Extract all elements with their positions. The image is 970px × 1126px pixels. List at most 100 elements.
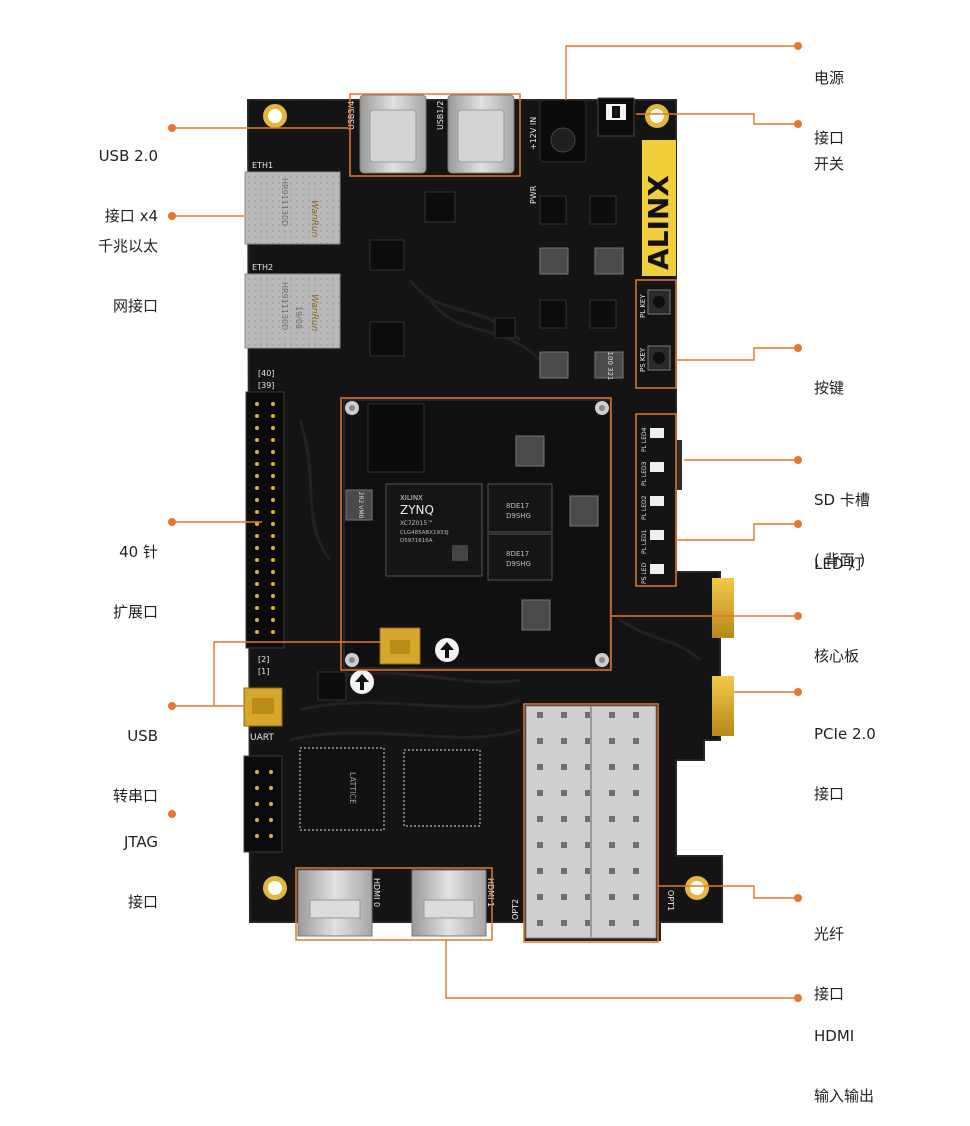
silk-uart: UART [250,733,274,743]
callout-switch-line1: 开关 [814,155,845,173]
core-board: XILINX ZYNQ XC7Z015™ CLG485ABX1933J D597… [343,399,611,669]
zynq-name: ZYNQ [400,503,434,517]
silk-pl-led3: PL LED3 [641,461,648,486]
ddr-b: 8DE17 [506,550,529,558]
eth2-brand: WanRun [309,294,319,332]
zynq-lot2: D5971616A [400,538,433,544]
callout-jtag: JTAG 接口 [124,792,158,932]
usb-ports: USB3/4 USB1/2 [347,94,515,174]
brand-strip: ALINX [642,140,676,276]
sfp-cage: OPT2 OPT1 [511,705,675,939]
silk-pin2: [2] [258,655,269,664]
uart-ic [317,671,347,701]
callout-keys-line1: 按键 [814,379,845,397]
usb-uart-connector: UART [243,687,283,743]
callout-ethernet-line2: 网接口 [112,297,158,315]
hdmi-connectors: HDMI 0 HDMI 1 [297,869,495,937]
callout-usb-ports-line2: 接口 x4 [104,207,158,225]
silk-pin1: [1] [258,667,269,676]
silk-usb12: USB1/2 [436,101,445,130]
eth1-brand: WanRun [309,200,319,238]
eth2-part: HR911130D [280,282,289,330]
callout-ethernet: 千兆以太 网接口 [98,196,158,336]
silk-hdmi0: HDMI 0 [372,878,381,907]
power-switch [597,97,635,137]
leds: PL LED4 PL LED3 PL LED2 PL LED1 PS LED [641,427,664,584]
core-inductor-label: 2R2 VM0 [357,492,364,519]
silk-pin40: [40] [258,369,274,378]
silk-ps-led: PS LED [641,563,648,584]
eth1-part: HR911130D [280,178,289,226]
leader-dots [168,42,802,1002]
brand-logo: ALINX [642,175,675,270]
jtag-header [243,755,283,853]
callout-header40-line2: 扩展口 [112,603,158,621]
callout-header40-line1: 40 针 [119,543,158,561]
callout-usb-uart-line2: 转串口 [112,787,158,805]
callout-usb-ports: USB 2.0 接口 x4 [99,106,158,246]
ddr-b2: D9SHG [506,560,531,568]
silk-eth1: ETH1 [252,161,273,170]
callout-hdmi-line1: HDMI [814,1027,855,1045]
eth2-date: 19/08 [294,306,303,329]
pcie-fingers [712,578,734,736]
zynq-lot1: CLG485ABX1933J [400,530,449,536]
callout-sd-slot: SD 卡槽 ( 背面 ) [814,450,870,590]
callout-jtag-line1: JTAG [123,833,158,851]
ddr-a: 8DE17 [506,502,529,510]
ddr-a2: D9SHG [506,512,531,520]
callout-hdmi-line2: 输入输出 [814,1087,875,1105]
callout-ethernet-line1: 千兆以太 [97,237,158,255]
callout-led-line1: LED 灯 [814,555,864,573]
callout-power-line2: 接口 [814,129,845,147]
callout-power-line1: 电源 [814,69,845,87]
callout-jtag-line2: 接口 [127,893,158,911]
silk-usb34: USB3/4 [347,101,356,130]
silk-pl-led1: PL LED1 [641,529,648,554]
silk-pin39: [39] [258,381,274,390]
callout-sd-slot-line1: SD 卡槽 [814,491,870,509]
sd-slot-edge [676,440,682,490]
lattice-mark: LATTICE [348,772,357,804]
callout-power: 电源 接口 [814,28,844,168]
callout-optical-line2: 接口 [814,985,845,1003]
callout-pcie-line2: 接口 [814,785,845,803]
silk-opt1: OPT1 [666,890,675,911]
callout-switch: 开关 [814,114,844,194]
callout-usb-ports-line1: USB 2.0 [98,147,158,165]
inductors: 100 321 [539,247,624,381]
power-jack: +12V IN PWR [529,99,587,204]
callout-pcie-line1: PCIe 2.0 [814,725,876,743]
silk-opt2: OPT2 [511,899,520,920]
push-buttons: PL KEY PS KEY [639,289,671,372]
silk-pwr: PWR [529,185,538,204]
silk-hdmi1: HDMI 1 [486,878,495,907]
header-40pin: [40] [39] [2] [1] [245,369,285,676]
highlight-boxes [295,93,677,943]
callout-usb-uart: USB 转串口 [113,686,158,826]
silk-pl-key: PL KEY [639,294,647,318]
callout-sd-slot-line2: ( 背面 ) [814,551,866,569]
silk-pl-led4: PL LED4 [641,427,648,452]
callout-optical-line1: 光纤 [814,925,845,943]
mounting-holes [263,104,709,900]
callout-pcie: PCIe 2.0 接口 [814,684,876,824]
silk-power-in: +12V IN [529,117,538,150]
silk-ps-key: PS KEY [639,347,647,372]
ethernet-ports: ETH1 WanRun HR911130D ETH2 WanRun HR9111… [244,161,341,349]
callout-core-board-line1: 核心板 [814,647,860,665]
callout-usb-uart-line1: USB [127,727,158,745]
board-diagram: ALINX USB3/4 USB1/2 +12V IN PWR ETH1 Wan… [168,42,802,1002]
silk-pl-led2: PL LED2 [641,495,648,520]
leader-lines [172,45,798,999]
silk-eth2: ETH2 [252,263,273,272]
callout-optical: 光纤 接口 [814,884,844,1024]
callout-led: LED 灯 [814,514,863,594]
zynq-part: XC7Z015™ [400,520,433,527]
inductor-label: 100 321 [606,352,614,381]
qfp-chips: LATTICE [299,747,481,831]
callout-keys: 按键 [814,338,844,418]
carrier-ics [369,191,617,357]
zynq-brand: XILINX [400,494,423,502]
callout-header40: 40 针 扩展口 [113,502,158,642]
